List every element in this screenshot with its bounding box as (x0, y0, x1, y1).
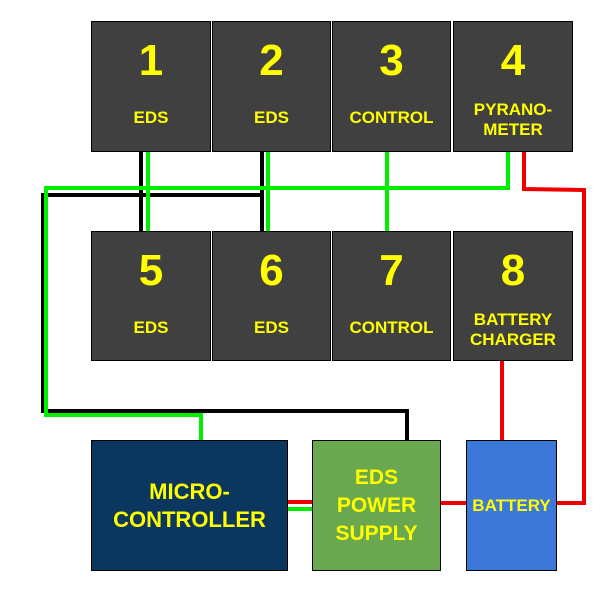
module-label: EDS (133, 108, 169, 127)
module-label: PYRANO- METER (473, 100, 553, 139)
module-2: 2 EDS (212, 21, 331, 152)
module-6: 6 EDS (212, 231, 331, 361)
module-number: 1 (138, 36, 164, 85)
module-number: 7 (379, 246, 404, 295)
module-label: BATTERY CHARGER (470, 310, 556, 349)
module-number: 5 (138, 246, 164, 295)
power-wire-pyranometer-battery (522, 151, 586, 505)
module-1: 1 EDS (91, 21, 211, 152)
microcontroller: MICRO- CONTROLLER (91, 440, 288, 571)
module-label: CONTROL (349, 108, 434, 127)
module-4: 4 PYRANO- METER (453, 21, 573, 152)
module-3: 3 CONTROL (332, 21, 451, 152)
module-number: 4 (500, 36, 526, 85)
eds-power-supply: EDS POWER SUPPLY (312, 440, 441, 571)
battery: BATTERY (466, 440, 557, 571)
module-number: 3 (379, 36, 404, 85)
module-number: 2 (259, 36, 284, 85)
module-number: 6 (259, 246, 284, 295)
module-label: EDS (133, 318, 169, 337)
module-8: 8 BATTERY CHARGER (453, 231, 573, 361)
module-label: EDS (254, 318, 289, 337)
module-label: CONTROL (349, 318, 434, 337)
module-7: 7 CONTROL (332, 231, 451, 361)
signal-bus (44, 151, 510, 440)
module-label: EDS (254, 108, 289, 127)
module-5: 5 EDS (91, 231, 211, 361)
ground-bus (41, 193, 409, 440)
module-number: 8 (500, 246, 526, 295)
